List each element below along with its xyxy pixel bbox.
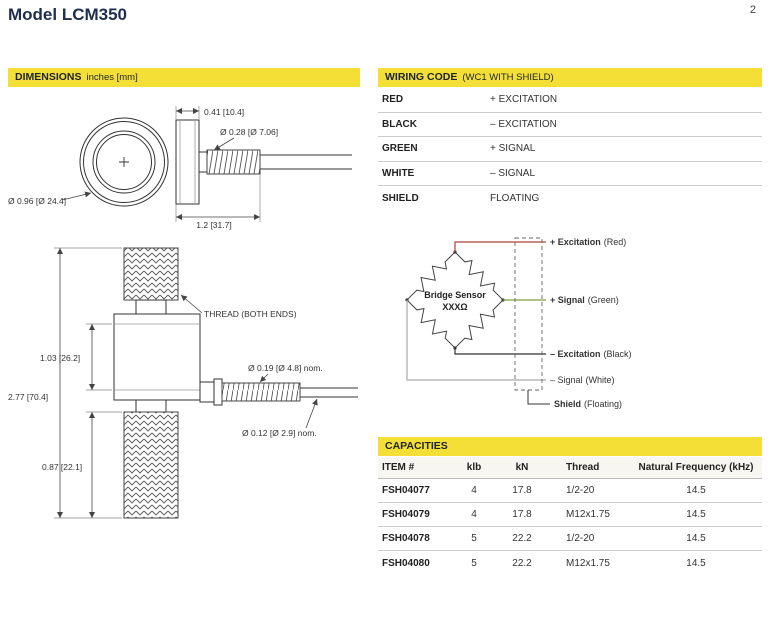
dim-ext-lines [86, 323, 112, 391]
cell-klb: 4 [471, 485, 477, 496]
cell-klb: 4 [471, 509, 477, 520]
page-number: 2 [749, 4, 756, 16]
col-header-kn: kN [515, 462, 529, 473]
front-dia-leader [61, 191, 92, 201]
wiring-header-title: WIRING CODE [385, 71, 458, 83]
wire-function: + EXCITATION [490, 94, 558, 106]
wire-function: FLOATING [490, 192, 540, 204]
wire-function: – SIGNAL [490, 167, 536, 179]
cell-kn: 17.8 [512, 509, 532, 520]
excitation-pos-label: + Excitation(Red) [550, 237, 626, 247]
cell-frequency: 14.5 [686, 533, 706, 544]
capacities-row: FSH04077 4 17.8 1/2-20 14.5 [378, 479, 762, 503]
wiring-row: BLACK – EXCITATION [378, 113, 762, 137]
shield-leader [527, 390, 550, 405]
top-dia-leader [213, 137, 235, 151]
bridge-name-label: Bridge Sensor [424, 290, 486, 300]
side-view-drawing [175, 119, 352, 205]
lower-height-label: 0.87 [22.1] [42, 462, 82, 472]
wire-color: WHITE [382, 167, 415, 179]
cable-dia-leader [259, 373, 269, 383]
cell-item: FSH04079 [382, 509, 430, 520]
bridge-nodes [405, 250, 505, 350]
cell-frequency: 14.5 [686, 485, 706, 496]
wiring-row: RED + EXCITATION [378, 88, 762, 113]
excitation-neg-wire [454, 348, 546, 355]
wire-function: + SIGNAL [490, 143, 536, 155]
excitation-pos-wire [454, 241, 546, 252]
cell-item: FSH04078 [382, 533, 430, 544]
capacities-row: FSH04079 4 17.8 M12x1.75 14.5 [378, 503, 762, 527]
capacities-row: FSH04080 5 22.2 M12x1.75 14.5 [378, 551, 762, 575]
dim-ext-lines [54, 247, 122, 519]
cell-thread: 1/2-20 [566, 533, 595, 544]
capacities-row: FSH04078 5 22.2 1/2-20 14.5 [378, 527, 762, 551]
cable-dia2-label: Ø 0.12 [Ø 2.9] nom. [242, 428, 317, 438]
wiring-row: GREEN + SIGNAL [378, 137, 762, 162]
cell-kn: 22.2 [512, 533, 532, 544]
cable-dia2-leader [305, 398, 318, 429]
total-height-label: 2.77 [70.4] [8, 392, 48, 402]
col-header-klb: klb [466, 462, 482, 473]
cable-shield-outline [514, 237, 543, 391]
top-dia-label: Ø 0.28 [Ø 7.06] [220, 127, 278, 137]
front-view-drawing [79, 117, 169, 207]
wiring-diagram: Bridge Sensor XXXΩ + Excitation(Red) + S… [405, 237, 632, 409]
cell-frequency: 14.5 [686, 557, 706, 569]
bridge-sensor-symbol [406, 251, 504, 349]
cell-item: FSH04077 [382, 485, 430, 496]
signal-neg-wire [406, 300, 546, 381]
dimensions-drawing: Ø 0.96 [Ø 24.4] 0.41 [10.4] Ø 0.28 [Ø 7.… [8, 106, 358, 519]
col-header-frequency: Natural Frequency (kHz) [638, 462, 754, 473]
bridge-ohms-label: XXXΩ [442, 302, 467, 312]
load-cell-drawing [113, 247, 358, 519]
cell-thread: M12x1.75 [566, 509, 610, 520]
capacities-header-title: CAPACITIES [385, 440, 448, 452]
wiring-header-subtitle: (WC1 WITH SHIELD) [462, 72, 554, 83]
wiring-row: SHIELD FLOATING [378, 186, 762, 211]
thread-note-leader [180, 294, 203, 314]
top-width-label: 0.41 [10.4] [204, 107, 244, 117]
stud-length-label: 1.2 [31.7] [196, 220, 231, 230]
dimensions-header-units: inches [mm] [86, 72, 138, 83]
capacities-section-header: CAPACITIES [378, 437, 762, 456]
wire-color: GREEN [382, 143, 418, 155]
wiring-row: WHITE – SIGNAL [378, 162, 762, 186]
dimensions-section-header: DIMENSIONS inches [mm] [8, 68, 360, 87]
dim-ext-lines [175, 106, 200, 120]
shield-label: Shield(Floating) [554, 399, 622, 409]
dimensions-header-title: DIMENSIONS [15, 71, 82, 83]
cell-kn: 22.2 [512, 557, 532, 569]
signal-pos-label: + Signal(Green) [550, 295, 619, 305]
body-height-label: 1.03 [26.2] [40, 353, 80, 363]
cell-item: FSH04080 [382, 557, 430, 569]
wire-color: RED [382, 94, 404, 106]
cell-thread: 1/2-20 [566, 485, 595, 496]
capacities-table: ITEM # klb kN Thread Natural Frequency (… [378, 457, 762, 575]
wire-color: SHIELD [382, 192, 419, 204]
cell-klb: 5 [471, 557, 477, 569]
cell-kn: 17.8 [512, 485, 532, 496]
excitation-neg-label: – Excitation(Black) [550, 349, 632, 359]
cell-thread: M12x1.75 [566, 557, 610, 569]
thread-note-label: THREAD (BOTH ENDS) [204, 309, 297, 319]
front-diameter-label: Ø 0.96 [Ø 24.4] [8, 196, 66, 206]
col-header-thread: Thread [566, 462, 600, 473]
wire-color: BLACK [382, 118, 417, 130]
wiring-code-table: RED + EXCITATION BLACK – EXCITATION GREE… [378, 88, 762, 211]
wiring-section-header: WIRING CODE (WC1 WITH SHIELD) [378, 68, 762, 87]
wire-function: – EXCITATION [490, 118, 557, 130]
page-title: Model LCM350 [8, 5, 128, 24]
cable-dia-label: Ø 0.19 [Ø 4.8] nom. [248, 363, 323, 373]
cell-frequency: 14.5 [686, 509, 706, 520]
signal-neg-label: – Signal(White) [550, 375, 615, 385]
capacities-header-row: ITEM # klb kN Thread Natural Frequency (… [378, 457, 762, 479]
col-header-item: ITEM # [382, 462, 415, 473]
cell-klb: 5 [471, 533, 477, 544]
